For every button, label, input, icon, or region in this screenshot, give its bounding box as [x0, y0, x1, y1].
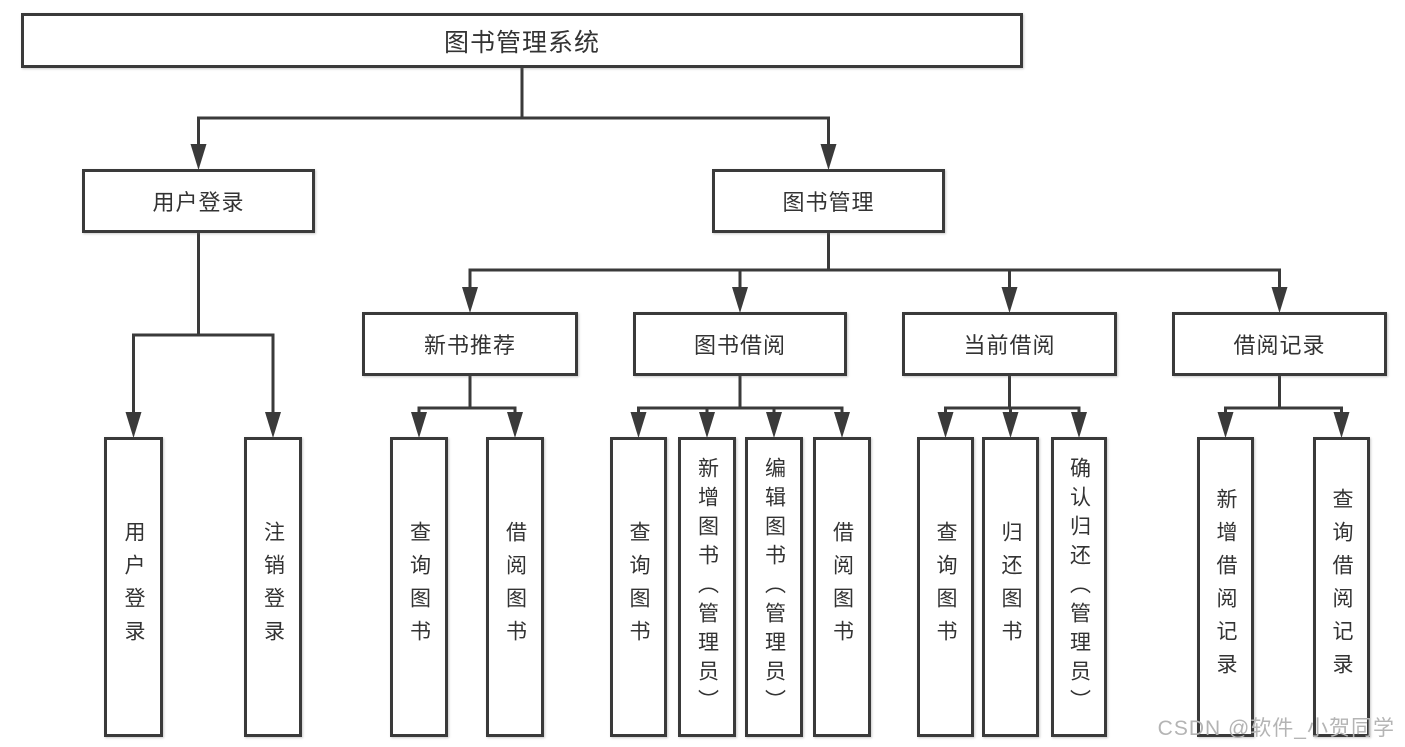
arrowhead-icon [1001, 287, 1018, 313]
node-label-cb-confirm: 确认归还（管理员） [1067, 456, 1091, 718]
node-current-borrow: 当前借阅 [902, 312, 1117, 376]
arrowhead-icon [411, 412, 427, 438]
arrowhead-icon [630, 412, 647, 438]
arrowhead-icon [125, 412, 142, 438]
node-label-book-borrow: 图书借阅 [693, 333, 786, 358]
node-label-new-book-recommend: 新书推荐 [423, 333, 516, 358]
arrowhead-icon [1217, 412, 1234, 438]
arrowhead-icon [834, 412, 850, 438]
node-label-current-borrow: 当前借阅 [963, 333, 1056, 358]
node-label-bb-edit: 编辑图书（管理员） [762, 456, 786, 718]
node-label-bb-query: 查询图书 [627, 521, 650, 653]
node-label-bb-borrow: 借阅图书 [830, 521, 854, 653]
arrowhead-icon [1071, 412, 1087, 438]
arrowhead-icon [1333, 412, 1350, 438]
arrowhead-icon [699, 412, 715, 438]
arrowhead-icon [190, 144, 207, 170]
node-login: 用户登录 [104, 437, 163, 737]
arrowhead-icon [462, 287, 478, 313]
node-label-nbr-query: 查询图书 [407, 521, 431, 653]
node-label-bb-add: 新增图书（管理员） [695, 456, 719, 718]
node-cb-query: 查询图书 [917, 437, 974, 737]
node-cb-confirm: 确认归还（管理员） [1051, 437, 1107, 737]
arrowhead-icon [265, 412, 281, 438]
node-label-user-login: 用户登录 [152, 190, 245, 215]
arrowhead-icon [820, 144, 837, 170]
node-bb-add: 新增图书（管理员） [678, 437, 736, 737]
node-nbr-query: 查询图书 [390, 437, 448, 737]
node-cb-return: 归还图书 [982, 437, 1039, 737]
arrowhead-icon [507, 412, 523, 438]
node-book-mgmt: 图书管理 [712, 169, 945, 233]
node-borrow-records: 借阅记录 [1172, 312, 1387, 376]
node-label-login: 用户登录 [122, 521, 145, 653]
watermark: CSDN @软件_小贺同学 [1157, 717, 1395, 740]
node-label-book-mgmt: 图书管理 [782, 190, 875, 215]
node-label-br-query: 查询借阅记录 [1330, 488, 1353, 686]
node-label-borrow-records: 借阅记录 [1233, 333, 1326, 358]
node-br-query: 查询借阅记录 [1313, 437, 1370, 737]
node-logout: 注销登录 [244, 437, 302, 737]
node-user-login: 用户登录 [82, 169, 315, 233]
node-label-cb-query: 查询图书 [934, 521, 957, 653]
node-new-book-recommend: 新书推荐 [362, 312, 578, 376]
node-book-borrow: 图书借阅 [633, 312, 847, 376]
node-bb-borrow: 借阅图书 [813, 437, 871, 737]
node-label-logout: 注销登录 [261, 521, 285, 653]
arrowhead-icon [1271, 287, 1288, 313]
node-label-cb-return: 归还图书 [999, 521, 1022, 653]
node-bb-edit: 编辑图书（管理员） [745, 437, 803, 737]
arrowhead-icon [732, 287, 748, 313]
node-root: 图书管理系统 [21, 13, 1023, 68]
arrowhead-icon [937, 412, 954, 438]
node-br-add: 新增借阅记录 [1197, 437, 1254, 737]
node-nbr-borrow: 借阅图书 [486, 437, 544, 737]
node-label-br-add: 新增借阅记录 [1214, 488, 1237, 686]
node-label-root: 图书管理系统 [443, 28, 600, 57]
node-bb-query: 查询图书 [610, 437, 667, 737]
arrowhead-icon [1002, 412, 1019, 438]
node-label-nbr-borrow: 借阅图书 [503, 521, 527, 653]
arrowhead-icon [766, 412, 782, 438]
